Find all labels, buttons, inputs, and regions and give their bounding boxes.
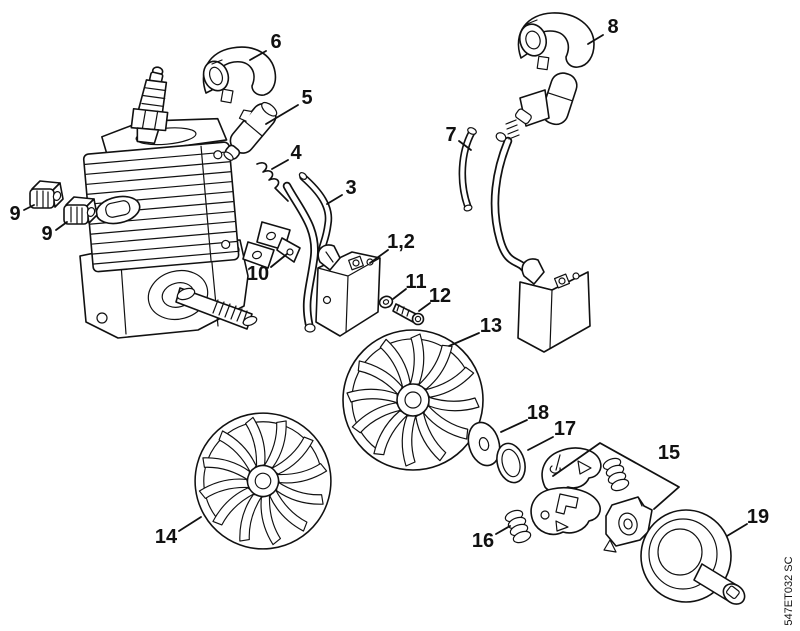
cylinder (82, 117, 240, 273)
ring-17 (496, 442, 526, 484)
callout-5: 5 (301, 87, 312, 109)
plug-boot-8 (495, 72, 578, 142)
engine-assembly (79, 66, 258, 339)
clutch-drum-19 (640, 509, 746, 605)
callout-6: 6 (270, 31, 281, 53)
spark-plug (130, 66, 169, 145)
clutch-spring (602, 457, 630, 492)
ignition-module (517, 258, 591, 353)
callout-11: 11 (405, 271, 426, 293)
drawing-number: 547ET032 SC (783, 556, 795, 625)
grommet-9b (63, 196, 98, 225)
callout-16: 16 (472, 530, 494, 552)
callout-1-2: 1,2 (387, 231, 415, 253)
bracket-15 (552, 442, 680, 510)
flywheel-13 (342, 329, 484, 471)
bracket-10 (242, 221, 301, 269)
callout-17: 17 (554, 418, 576, 440)
callout-labels: 1,2 3 4 5 6 7 8 9 9 10 11 12 13 14 15 16… (9, 16, 769, 552)
washer-11 (378, 295, 394, 309)
exhaust-port (95, 195, 141, 225)
cover-8 (517, 12, 595, 71)
grommet-9a (29, 180, 64, 209)
callout-9b: 9 (41, 223, 52, 245)
callout-7: 7 (445, 124, 456, 146)
tube-7 (458, 127, 477, 212)
crankshaft (175, 287, 258, 330)
callout-8: 8 (607, 16, 618, 38)
callout-leader-lines (23, 34, 748, 537)
ignition-coil-1-2 (282, 181, 381, 337)
callout-3: 3 (345, 177, 356, 199)
boot-5 (223, 101, 278, 161)
flywheel-14 (179, 397, 347, 565)
callout-15: 15 (658, 442, 680, 464)
callout-19: 19 (747, 506, 769, 528)
callout-13: 13 (480, 315, 502, 337)
spring-4 (256, 162, 289, 202)
callout-12: 12 (429, 285, 451, 307)
callout-18: 18 (527, 402, 549, 424)
callout-14: 14 (155, 526, 178, 548)
clutch-assembly-15 (530, 442, 680, 553)
cover-6 (202, 46, 277, 104)
spring-16 (504, 509, 532, 544)
callout-4: 4 (290, 142, 302, 164)
ht-lead-assembly (490, 12, 595, 353)
callout-10: 10 (247, 263, 269, 285)
screw-12 (392, 303, 425, 326)
washer-18 (467, 421, 501, 467)
callout-9a: 9 (9, 203, 20, 225)
clutch-carrier (603, 496, 653, 553)
